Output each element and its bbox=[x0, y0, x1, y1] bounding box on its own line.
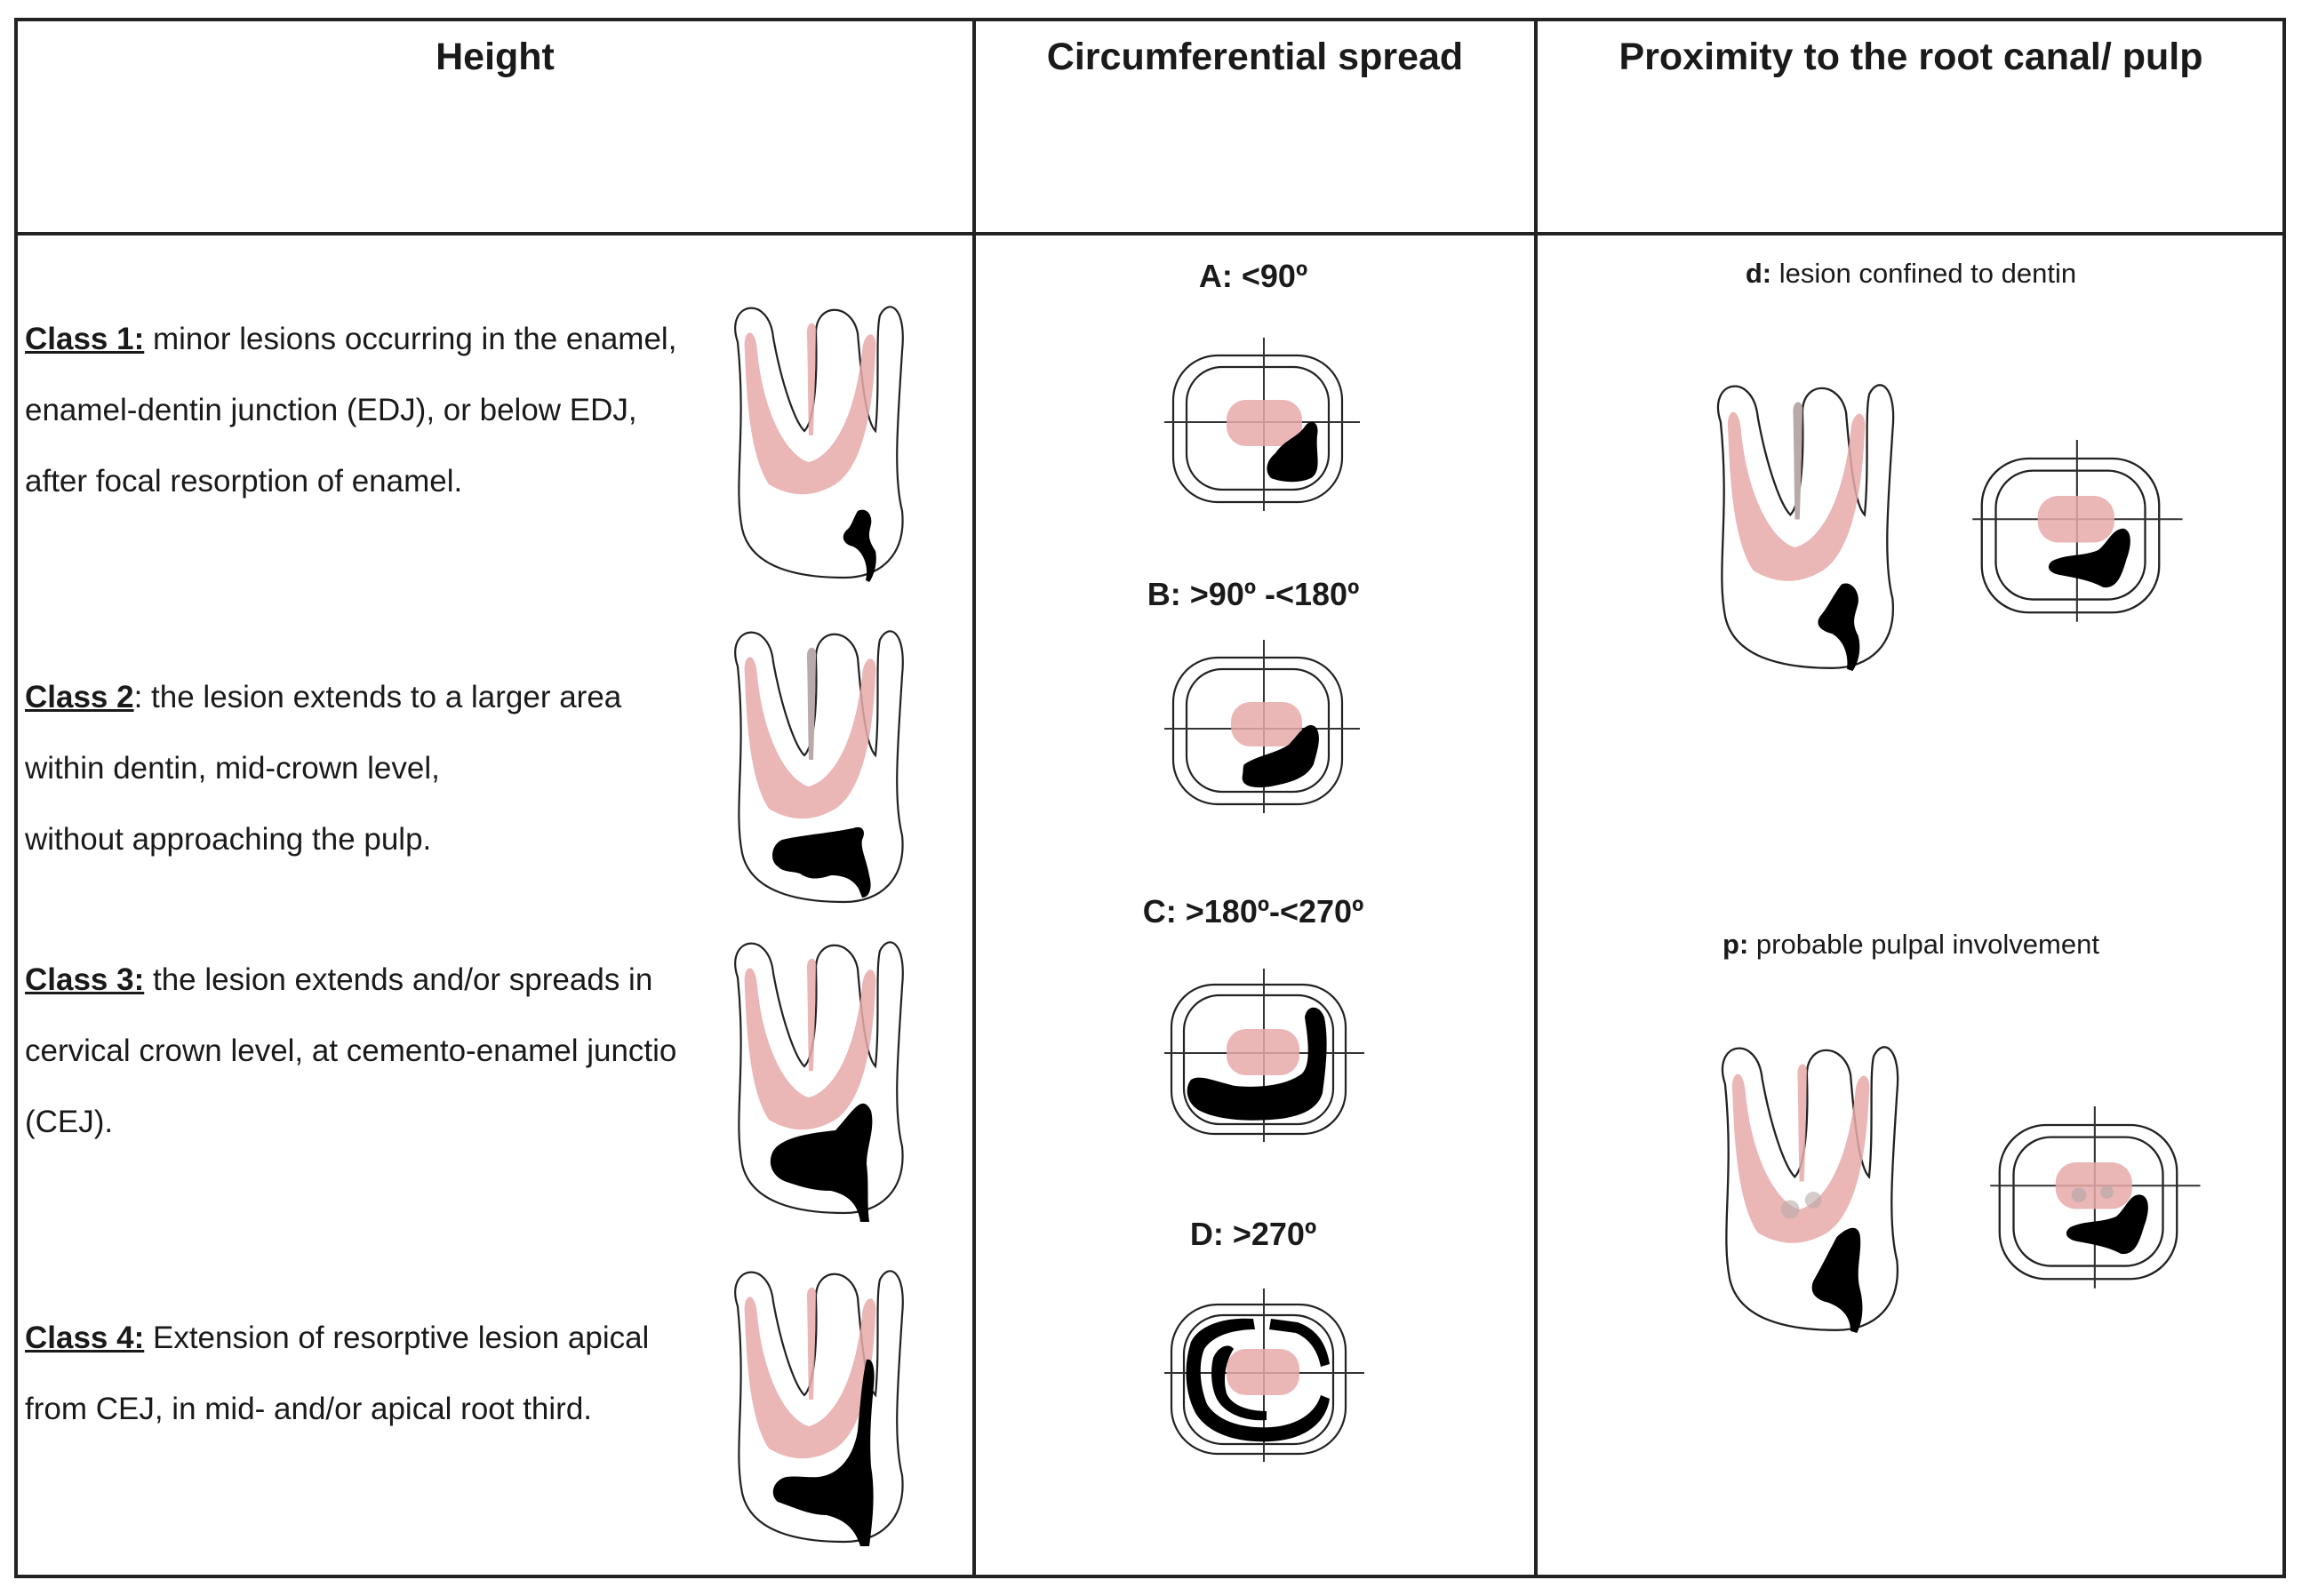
class-2-line-2: within dentin, mid-crown level, bbox=[25, 751, 440, 786]
header-proximity: Proximity to the root canal/ pulp bbox=[1619, 36, 2203, 78]
class-1-line-3: after focal resorption of enamel. bbox=[25, 464, 463, 499]
proximity-p-code: p: bbox=[1723, 929, 1749, 960]
cross-section-d bbox=[1164, 1289, 1364, 1462]
class-2-title: Class 2 bbox=[25, 680, 134, 714]
class-4-title: Class 4: bbox=[25, 1321, 145, 1355]
cross-section-proximity-p bbox=[1990, 1106, 2201, 1289]
cross-section-c bbox=[1164, 969, 1364, 1142]
spread-label-c: C: >180º-<270º bbox=[1142, 893, 1364, 930]
class-2-line-3: without approaching the pulp. bbox=[25, 822, 432, 857]
proximity-d-code: d: bbox=[1745, 258, 1772, 289]
class-1-line-1: minor lesions occurring in the enamel, bbox=[144, 322, 677, 356]
tooth-proximity-d bbox=[1716, 384, 1895, 671]
class-3-title: Class 3: bbox=[25, 962, 145, 997]
tooth-class-4 bbox=[734, 1270, 904, 1546]
class-2-text: Class 2: the lesion extends to a larger … bbox=[25, 662, 621, 875]
tooth-class-2 bbox=[734, 630, 904, 904]
spread-label-b: B: >90º -<180º bbox=[1147, 576, 1360, 612]
proximity-p-label: p: probable pulpal involvement bbox=[1511, 929, 2302, 961]
spread-label-a: A: <90º bbox=[1198, 258, 1308, 294]
class-4-text: Class 4: Extension of resorptive lesion … bbox=[25, 1303, 649, 1445]
header-divider bbox=[14, 232, 2286, 235]
header-circumferential-spread: Circumferential spread bbox=[1046, 36, 1464, 78]
tooth-proximity-p bbox=[1721, 1046, 1899, 1333]
class-3-text: Class 3: the lesion extends and/or sprea… bbox=[25, 945, 676, 1158]
class-2-line-1: : the lesion extends to a larger area bbox=[133, 680, 622, 714]
class-3-line-2: cervical crown level, at cemento-enamel … bbox=[25, 1033, 677, 1068]
tooth-class-3 bbox=[734, 941, 904, 1222]
proximity-p-text: probable pulpal involvement bbox=[1748, 929, 2099, 960]
header-height: Height bbox=[436, 36, 555, 78]
class-4-line-2: from CEJ, in mid- and/or apical root thi… bbox=[25, 1392, 593, 1426]
column-divider-2 bbox=[1534, 18, 1538, 1578]
proximity-d-text: lesion confined to dentin bbox=[1771, 258, 2077, 289]
class-1-title: Class 1: bbox=[25, 322, 145, 356]
table-frame bbox=[14, 18, 2286, 1578]
class-3-line-3: (CEJ). bbox=[25, 1105, 114, 1139]
cross-section-a bbox=[1164, 338, 1360, 511]
tooth-class-1 bbox=[734, 306, 904, 582]
class-1-line-2: enamel-dentin junction (EDJ), or below E… bbox=[25, 393, 637, 427]
cross-section-proximity-d bbox=[1972, 440, 2183, 622]
cross-section-b bbox=[1164, 640, 1360, 813]
spread-label-d: D: >270º bbox=[1189, 1216, 1317, 1252]
class-4-line-1: Extension of resorptive lesion apical bbox=[144, 1321, 650, 1355]
proximity-d-label: d: lesion confined to dentin bbox=[1511, 258, 2302, 290]
column-divider-1 bbox=[972, 18, 976, 1578]
class-1-text: Class 1: minor lesions occurring in the … bbox=[25, 304, 676, 517]
class-3-line-1: the lesion extends and/or spreads in bbox=[144, 962, 653, 997]
